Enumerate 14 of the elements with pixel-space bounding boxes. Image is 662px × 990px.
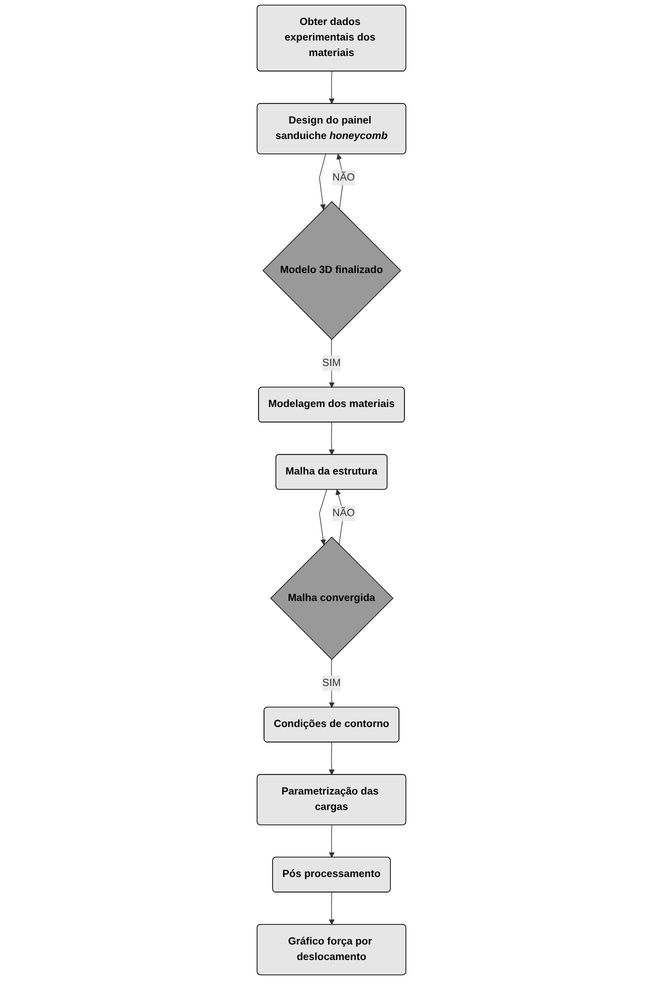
edge-label: SIM — [322, 677, 340, 688]
arrow — [318, 154, 326, 210]
arrow — [328, 892, 334, 925]
arrow — [318, 489, 327, 545]
edge-label: SIM — [322, 357, 340, 368]
node-diamond: Malha convergida — [270, 536, 393, 660]
arrow — [335, 489, 344, 546]
arrow — [328, 824, 334, 858]
arrow — [328, 422, 334, 455]
arrow — [328, 71, 334, 104]
edge-label: NÃO — [332, 507, 354, 518]
node-diamond: Modelo 3D finalizado — [262, 201, 401, 340]
edge-label: NÃO — [332, 172, 354, 183]
arrow — [328, 742, 334, 775]
